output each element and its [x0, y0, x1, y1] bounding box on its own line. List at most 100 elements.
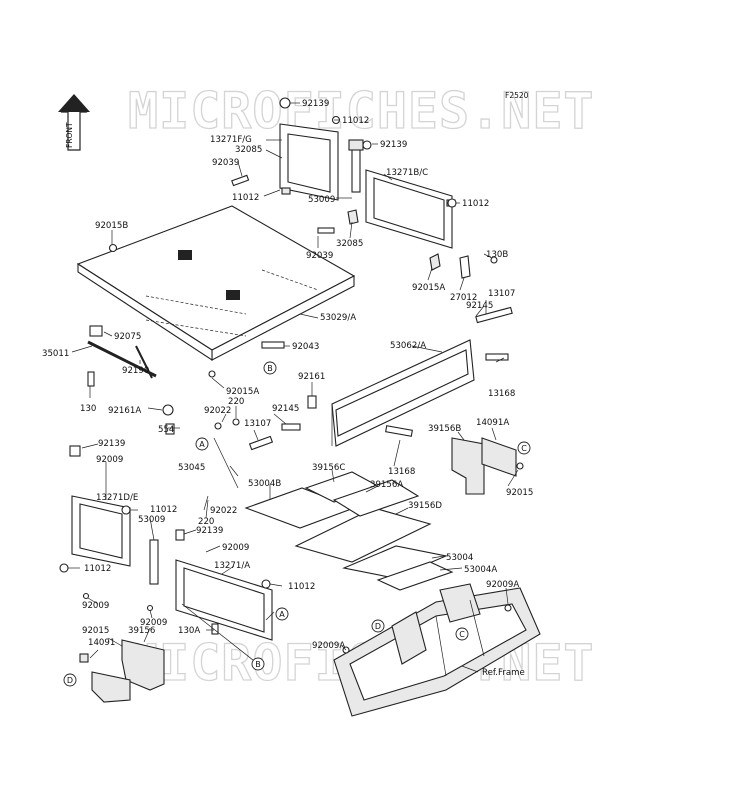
cargo-bed-53029a [76, 205, 356, 362]
label-92022: 92022 [210, 506, 237, 516]
label-13107: 13107 [488, 289, 515, 299]
label-11012: 11012 [342, 116, 369, 126]
pin-13168 [485, 353, 509, 361]
label-92161a: 92161A [108, 406, 141, 416]
bolt-icon [175, 529, 185, 541]
svg-text:A: A [199, 440, 205, 449]
nut-icon [490, 256, 498, 264]
label-220: 220 [198, 517, 214, 527]
cable-53045 [213, 437, 239, 489]
svg-text:C: C [459, 630, 465, 639]
label-13168: 13168 [388, 467, 415, 477]
label-92015: 92015 [506, 488, 533, 498]
label-14091a: 14091A [476, 418, 509, 428]
svg-text:A: A [279, 610, 285, 619]
plate-14091 [91, 671, 131, 703]
label-92015a: 92015A [412, 283, 445, 293]
label-92009: 92009 [222, 543, 249, 553]
washer-icon [429, 253, 441, 271]
label-32085: 32085 [336, 239, 363, 249]
bolt-icon [362, 140, 372, 150]
label-92075: 92075 [114, 332, 141, 342]
label-130a: 130A [178, 626, 200, 636]
label-13271a: 13271/A [214, 561, 250, 571]
label-39156: 39156 [128, 626, 155, 636]
bolt-icon [317, 227, 335, 234]
bolt-icon [69, 445, 81, 457]
label-13271de: 13271D/E [96, 493, 138, 503]
label-92022: 92022 [204, 406, 231, 416]
label-14091: 14091 [88, 638, 115, 648]
hinge-53009-bottom [149, 539, 159, 585]
label-130: 130 [80, 404, 96, 414]
label-53029a: 53029/A [320, 313, 356, 323]
rod-35011 [87, 340, 157, 378]
liner-39156 [121, 639, 165, 691]
svg-text:B: B [255, 660, 261, 669]
front-arrow-icon: FRONT [58, 94, 90, 151]
nut-icon [208, 370, 216, 378]
label-53009: 53009 [138, 515, 165, 525]
latch-icon [347, 209, 359, 225]
pin-icon [261, 341, 285, 349]
label-92009: 92009 [96, 455, 123, 465]
gate-13271fg [279, 97, 339, 201]
label-92139: 92139 [196, 526, 223, 536]
label-92139: 92139 [98, 439, 125, 449]
hinge-53009-top [348, 139, 364, 193]
tailgate-53062a [331, 339, 475, 447]
spring-icon [165, 423, 175, 435]
rod-92190 [135, 345, 153, 379]
label-92145: 92145 [272, 404, 299, 414]
ref-circle-d-frame: D [371, 619, 385, 633]
label-ref-frame: Ref.Frame [482, 668, 525, 678]
leader-lines [68, 102, 519, 673]
ref-circle-a-low: A [275, 607, 289, 621]
nut-icon [108, 243, 118, 253]
label-92190: 92190 [122, 366, 149, 376]
label-11012: 11012 [150, 505, 177, 515]
mat-53004a [376, 561, 454, 591]
watermark-top: MICROFICHES.NET [128, 82, 595, 140]
label-32085: 32085 [235, 145, 262, 155]
grommet-icon [89, 325, 103, 337]
part-labels: 92139 11012 13271F/G 32085 92139 92039 1… [42, 99, 533, 678]
label-92039: 92039 [212, 158, 239, 168]
ref-circle-a-mid: A [195, 437, 209, 451]
grille-icon [178, 250, 192, 260]
label-92015a: 92015A [226, 387, 259, 397]
nut-icon [447, 198, 457, 208]
nut-icon [121, 505, 131, 515]
nut-icon [59, 563, 69, 573]
mat-39156a [332, 479, 420, 517]
pin-13168b [385, 425, 413, 437]
pin-13107b [248, 435, 274, 451]
label-13107: 13107 [244, 419, 271, 429]
bracket-92161 [307, 395, 317, 409]
label-11012: 11012 [462, 199, 489, 209]
ref-circle-c-frame: C [455, 627, 469, 641]
label-92009a: 92009A [486, 580, 519, 590]
label-13271fg: 13271F/G [210, 135, 252, 145]
cap-icon [162, 404, 174, 416]
label-53009: 53009 [308, 195, 335, 205]
label-92161: 92161 [298, 372, 325, 382]
ref-circle-b-low: B [251, 657, 265, 671]
label-92043: 92043 [292, 342, 319, 352]
label-53004a: 53004A [464, 565, 497, 575]
label-11012: 11012 [84, 564, 111, 574]
ref-circle-d-low: D [63, 673, 77, 687]
nut-icon [261, 579, 271, 589]
bolt-icon [87, 371, 95, 387]
label-92139: 92139 [302, 99, 329, 109]
plate-14091a [481, 437, 517, 477]
label-39156b: 39156B [428, 424, 461, 434]
liner-39156b [451, 437, 485, 495]
label-92009: 92009 [140, 618, 167, 628]
label-92139: 92139 [380, 140, 407, 150]
bolt-icon [231, 174, 250, 187]
ref-circle-b-top: B [263, 361, 277, 375]
label-92009: 92009 [82, 601, 109, 611]
